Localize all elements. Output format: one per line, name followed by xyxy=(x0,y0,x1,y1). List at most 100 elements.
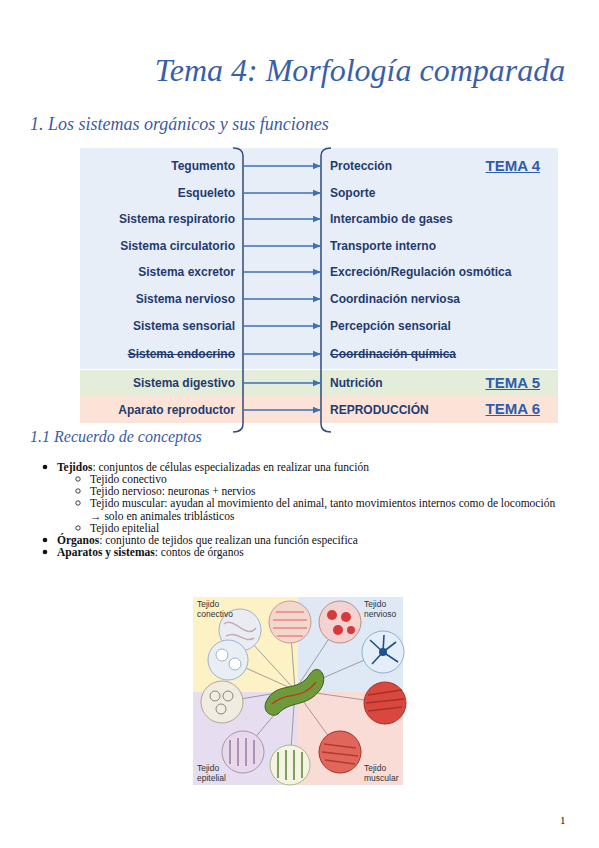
animal-figure xyxy=(265,669,324,715)
edge-group xyxy=(243,166,321,410)
bullet xyxy=(43,465,48,470)
item-text: Coordinación química xyxy=(330,347,456,361)
bullet-line: Tejido epitelial xyxy=(90,522,159,534)
bullet-line: : contos de órganos xyxy=(155,546,244,558)
blood-cell xyxy=(333,625,343,635)
subsection-heading-row: 1.1 Recuerdo de conceptos xyxy=(30,428,570,446)
arrow-connector xyxy=(243,382,321,383)
item-text: Tegumento xyxy=(171,159,235,173)
animal-vessel xyxy=(272,682,316,704)
item-text: Sistema digestivo xyxy=(133,376,235,390)
epithelium-detail xyxy=(230,738,254,766)
bullet-line: Tejido muscular: ayudan al movimiento de… xyxy=(90,497,555,522)
topic-label: TEMA 5 xyxy=(486,374,540,392)
system-item: Coordinación nerviosa xyxy=(321,289,536,309)
tissue-circle xyxy=(364,682,406,724)
figure-label: Tejido muscular xyxy=(364,763,398,783)
arrow-connector xyxy=(243,165,321,166)
tissue-circle xyxy=(208,640,248,680)
figure-label-row: Tejido nervioso xyxy=(364,600,402,619)
arrow-connector xyxy=(243,353,321,354)
cell-detail xyxy=(223,691,233,701)
section-heading: 1. Los sistemas orgánicos y sus funcione… xyxy=(30,114,329,134)
stripe-detail xyxy=(273,612,307,636)
cell-detail xyxy=(216,704,226,714)
tissue-circle xyxy=(222,731,264,773)
blood-cell xyxy=(347,626,355,634)
topic-label: TEMA 4 xyxy=(486,157,540,175)
item-text: Percepción sensorial xyxy=(330,319,451,333)
arrow-connector xyxy=(243,298,321,299)
adipose-detail xyxy=(216,649,228,661)
system-item: Soporte xyxy=(321,183,536,203)
bullet xyxy=(43,538,48,543)
system-item: Nutrición xyxy=(321,373,536,393)
system-item: Sistema respiratorio xyxy=(100,209,243,229)
bullet-line-row: Tejidos: conjuntos de células especializ… xyxy=(57,461,567,474)
bullet-line-row: Tejido conectivo xyxy=(90,473,560,486)
system-item: Protección xyxy=(321,156,536,176)
blood-cell xyxy=(341,612,351,622)
bullet-line: : conjuntos de células especializadas en… xyxy=(92,461,369,473)
tissue-circle xyxy=(362,631,404,673)
bullet-line: Órganos xyxy=(57,534,99,546)
system-item: Intercambio de gases xyxy=(321,209,536,229)
bullet-line-row: Tejido muscular: ayudan al movimiento de… xyxy=(90,497,556,522)
right-bracket xyxy=(321,148,331,432)
sub-bullet xyxy=(76,489,80,493)
bullet-line-row: Aparatos y sistemas: contos de órganos xyxy=(57,546,567,559)
bullet-line-row: Tejido nervioso: neuronas + nervios xyxy=(90,485,560,498)
item-text: REPRODUCCIÓN xyxy=(330,403,429,417)
arrow-connector xyxy=(243,325,321,326)
tissue-circle xyxy=(319,731,361,773)
arrow-connector xyxy=(243,409,321,410)
item-text: Sistema nervioso xyxy=(136,292,235,306)
item-text: Nutrición xyxy=(330,376,383,390)
figure-label-row: Tejido epitelial xyxy=(197,764,237,783)
sub-bullet xyxy=(76,526,80,530)
arrow-connector xyxy=(243,192,321,193)
bullet-line: Tejido conectivo xyxy=(90,473,167,485)
system-item: Sistema circulatorio xyxy=(100,236,243,256)
figure-label: Tejido nervioso xyxy=(364,599,396,619)
system-item: Coordinación química xyxy=(321,344,536,364)
arrow-connector xyxy=(243,218,321,219)
epithelium-detail xyxy=(278,750,302,780)
figure-label-row: Tejido conectivo xyxy=(197,600,239,619)
item-text: Esqueleto xyxy=(178,186,235,200)
item-text: Intercambio de gases xyxy=(330,212,453,226)
figure-label: Tejido conectivo xyxy=(197,599,233,619)
subsection-heading: 1.1 Recuerdo de conceptos xyxy=(30,428,202,445)
muscle-detail xyxy=(322,744,358,764)
left-bracket xyxy=(233,148,243,432)
tissue-circle xyxy=(270,745,310,785)
topic-label: TEMA 6 xyxy=(486,400,540,418)
system-item: Excreción/Regulación osmótica xyxy=(321,262,536,282)
bullet-line: Tejido nervioso: neuronas + nervios xyxy=(90,485,255,497)
bullet xyxy=(43,550,48,555)
tissue-circle xyxy=(319,601,361,643)
bullet-line: Tejidos xyxy=(57,461,92,473)
fiber-detail xyxy=(224,622,256,639)
tissue-circle xyxy=(269,601,311,643)
blood-cell xyxy=(327,610,337,620)
figure-label: Tejido epitelial xyxy=(197,763,226,783)
item-text: Sistema circulatorio xyxy=(120,239,235,253)
adipose-detail xyxy=(229,658,241,670)
system-item: Aparato reproductor xyxy=(100,400,243,420)
item-text: Coordinación nerviosa xyxy=(330,292,460,306)
item-text: Sistema excretor xyxy=(138,265,235,279)
system-item: REPRODUCCIÓN xyxy=(321,400,536,420)
system-item: Tegumento xyxy=(100,156,243,176)
system-item: Sistema digestivo xyxy=(100,373,243,393)
topic-band: TEMA 5 Sistema digestivo Nutrición xyxy=(80,370,558,396)
system-item: Sistema nervioso xyxy=(100,289,243,309)
sub-bullet xyxy=(76,501,80,505)
system-item: Sistema sensorial xyxy=(100,316,243,336)
bullet-line: Aparatos y sistemas xyxy=(57,546,155,558)
cell-detail xyxy=(210,691,220,701)
system-item: Transporte interno xyxy=(321,236,536,256)
muscle-detail xyxy=(366,690,404,711)
figure-label-row: Tejido muscular xyxy=(364,764,404,783)
